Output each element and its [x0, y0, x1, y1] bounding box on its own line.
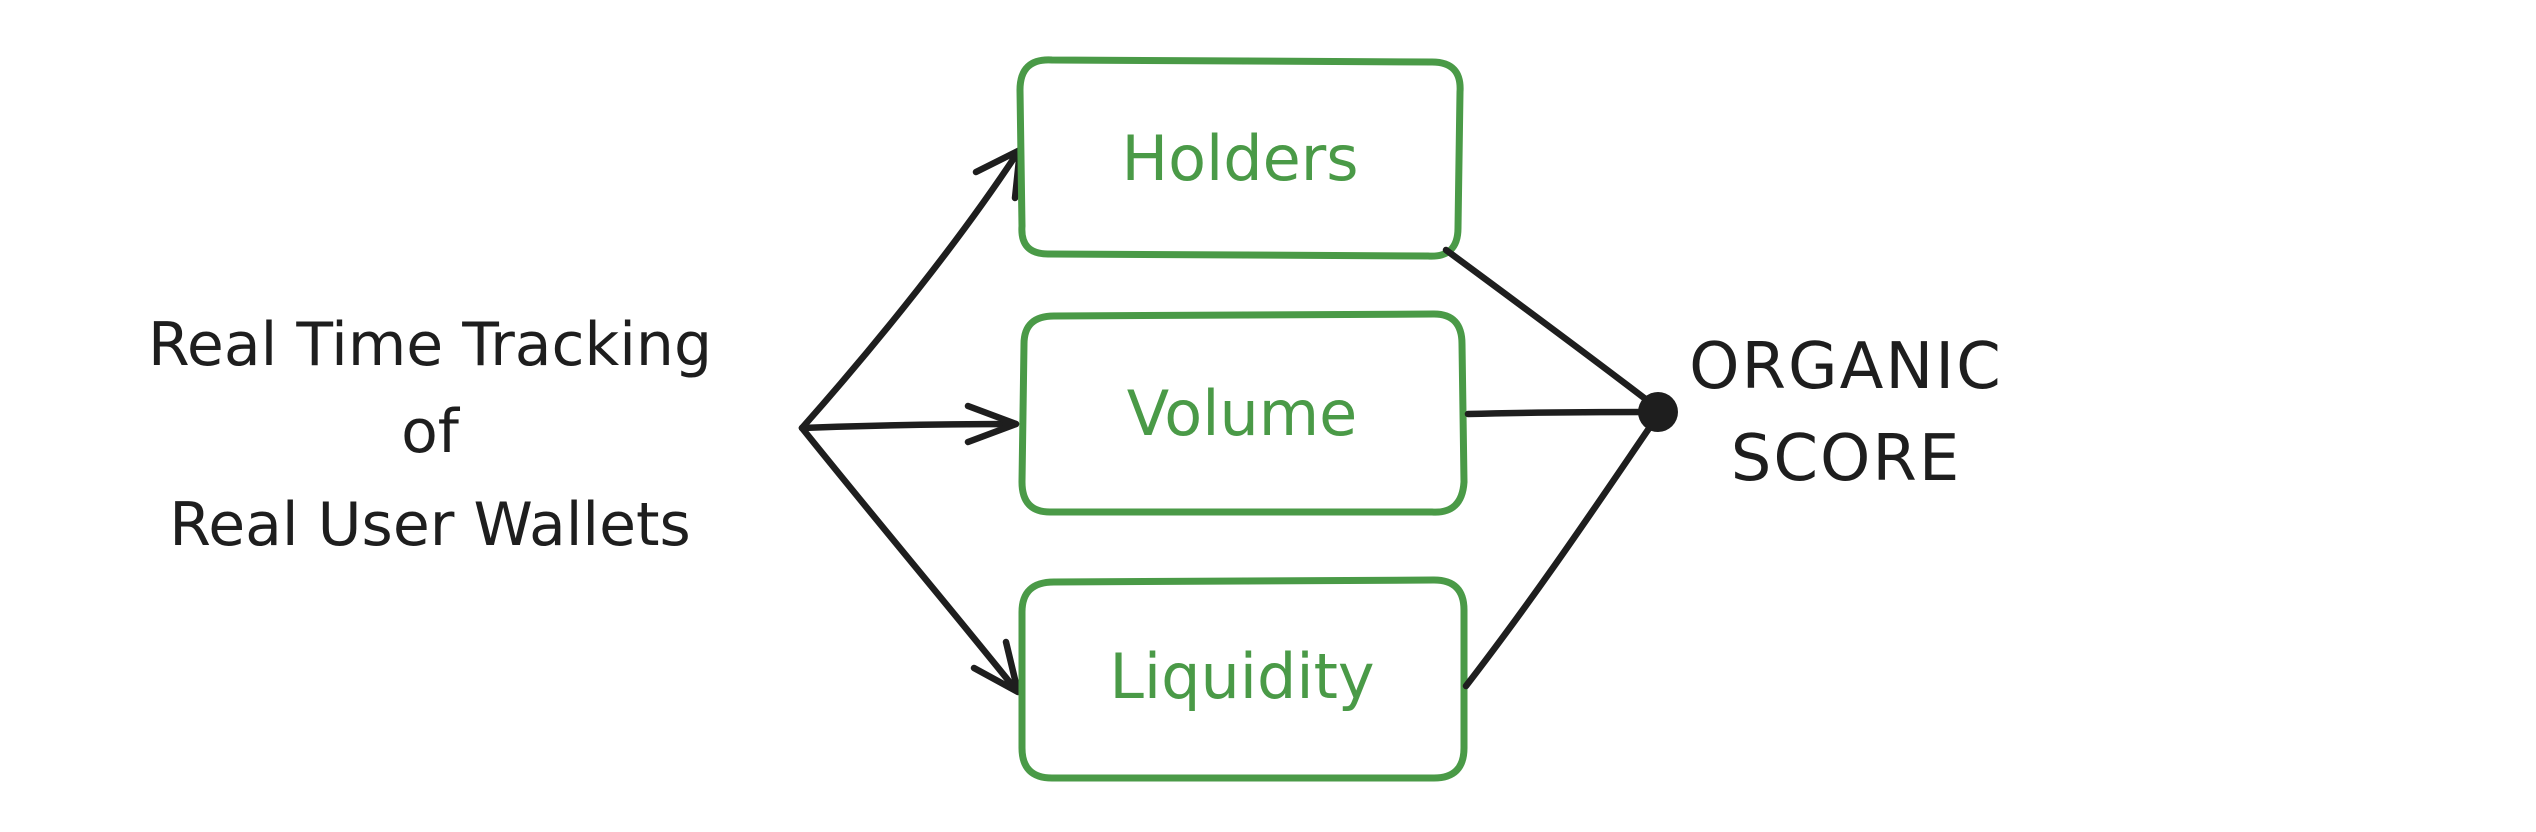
liquidity-label: Liquidity — [1109, 640, 1374, 713]
volume-label: Volume — [1127, 377, 1358, 450]
factor-holders: Holders — [1016, 56, 1464, 260]
volume-to-score — [1464, 408, 1656, 418]
liquidity-to-score — [1462, 420, 1656, 690]
arrow-to-volume — [798, 420, 1020, 432]
source-line-3: Real User Wallets — [169, 490, 691, 560]
factor-volume: Volume — [1018, 310, 1468, 516]
holders-to-score — [1442, 246, 1656, 408]
source-arrows — [798, 146, 1024, 696]
source-line-2: of — [401, 397, 461, 467]
result-line-2: SCORE — [1731, 422, 1962, 496]
arrow-to-volume-head — [964, 402, 1020, 446]
holders-box — [1016, 56, 1464, 260]
liquidity-box — [1018, 576, 1468, 782]
volume-box — [1018, 310, 1468, 516]
holders-label: Holders — [1121, 122, 1358, 195]
source-label: Real Time Tracking of Real User Wallets — [148, 310, 712, 560]
score-node — [1638, 392, 1678, 432]
result-line-1: ORGANIC — [1689, 330, 2003, 404]
score-connectors — [1442, 246, 1656, 690]
factor-liquidity: Liquidity — [1018, 576, 1468, 782]
source-line-1: Real Time Tracking — [148, 310, 712, 380]
result-label: ORGANIC SCORE — [1689, 330, 2003, 496]
arrow-to-liquidity-head — [970, 638, 1022, 696]
arrow-to-liquidity — [798, 424, 1020, 694]
arrow-to-holders — [798, 148, 1022, 432]
